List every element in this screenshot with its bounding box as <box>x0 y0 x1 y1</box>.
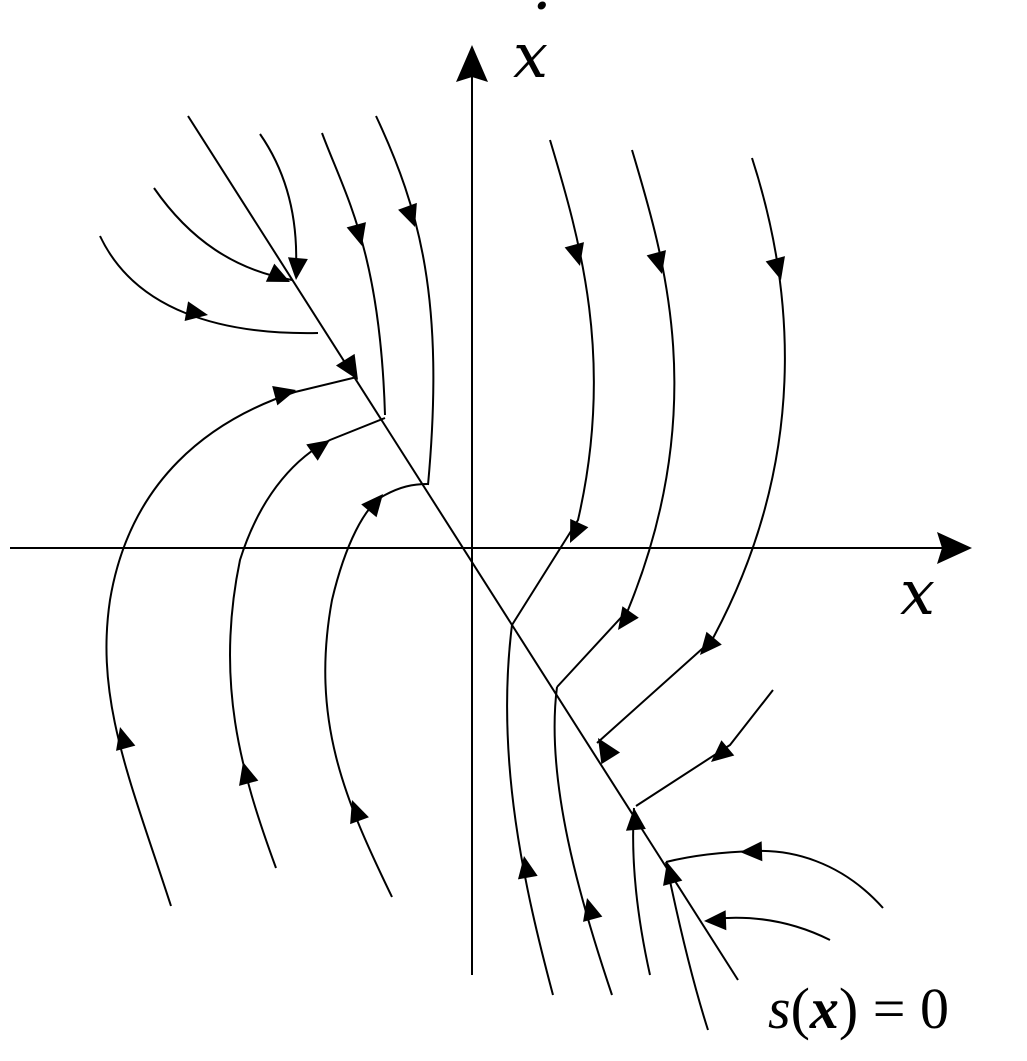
trajectory-ul-5 <box>375 115 435 486</box>
y-axis-label-dot: · <box>532 0 552 42</box>
arrowhead-ul-2 <box>265 263 290 282</box>
trajectory-lr-7 <box>711 916 831 941</box>
trajectory-ll-2 <box>228 417 386 869</box>
trajectory-ll-3 <box>324 483 429 898</box>
arrowhead-ll-2b <box>306 440 330 461</box>
trajectory-ur-1 <box>511 139 595 626</box>
eq-close-paren: ) <box>839 976 858 1041</box>
arrowhead-sliding-lower <box>598 738 621 765</box>
trajectory-lr-2 <box>553 686 613 996</box>
arrowhead-ur-3 <box>765 256 785 280</box>
arrowhead-lr-2 <box>583 898 603 922</box>
trajectory-ur-2 <box>556 149 676 688</box>
eq-s: s <box>768 976 791 1041</box>
arrowhead-ur-1 <box>564 242 584 266</box>
trajectory-arrowheads <box>116 202 785 931</box>
x-axis-label: x <box>900 556 935 629</box>
arrowhead-lr-5 <box>711 740 735 762</box>
trajectories <box>99 115 884 1031</box>
arrowhead-ul-3 <box>287 257 308 280</box>
arrowhead-lr-1 <box>517 856 538 880</box>
arrowhead-ll-2 <box>239 762 259 786</box>
arrowhead-lr-7 <box>704 910 727 931</box>
eq-x: x <box>809 976 839 1041</box>
arrowhead-lr-4 <box>663 862 683 886</box>
eq-equals-zero: = 0 <box>858 976 949 1041</box>
trajectory-lr-1 <box>506 624 554 996</box>
trajectory-lr-5 <box>635 689 774 807</box>
arrowhead-lr-6 <box>740 841 763 862</box>
arrowhead-ll-3b <box>361 494 383 518</box>
trajectory-lr-4 <box>665 861 709 1031</box>
y-axis-label-base: x <box>513 19 548 92</box>
arrowhead-sliding-upper <box>335 353 358 380</box>
y-axis-arrowhead <box>456 45 488 82</box>
arrowhead-ur-3b <box>700 631 722 655</box>
arrowhead-ul-1 <box>184 301 208 322</box>
trajectory-ul-1 <box>99 235 319 335</box>
sliding-surface-equation: s(x) = 0 <box>768 976 949 1041</box>
trajectory-lr-3 <box>632 807 651 976</box>
arrowhead-ur-1b <box>570 518 589 543</box>
arrowhead-ul-5 <box>398 202 417 227</box>
x-axis-arrowhead <box>937 532 972 564</box>
arrowhead-ur-2 <box>646 250 666 274</box>
trajectory-ur-3 <box>596 157 786 744</box>
trajectory-ul-3 <box>259 133 298 269</box>
arrowhead-ll-1 <box>116 727 136 751</box>
arrowhead-ll-3 <box>350 800 369 825</box>
arrowhead-ul-4 <box>346 222 366 246</box>
eq-open-paren: ( <box>791 976 810 1041</box>
sliding-surface-line <box>187 115 739 981</box>
axes <box>10 75 945 975</box>
trajectory-lr-6 <box>665 849 884 909</box>
arrowhead-ll-1b <box>272 386 296 406</box>
trajectory-ll-1 <box>105 376 358 907</box>
y-axis-label: x · <box>513 0 552 92</box>
axis-arrowheads <box>456 45 972 564</box>
trajectory-ul-2 <box>153 187 293 281</box>
arrowhead-lr-3 <box>625 808 646 831</box>
arrowhead-ur-2b <box>618 606 639 630</box>
